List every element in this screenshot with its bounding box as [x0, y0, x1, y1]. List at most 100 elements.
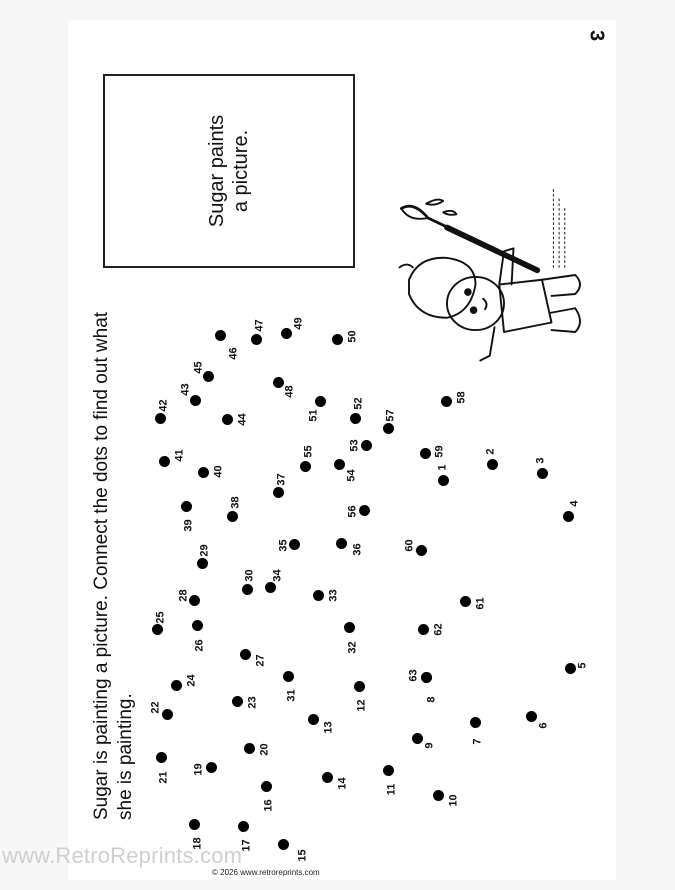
instructions-text: Sugar is painting a picture. Connect the… [91, 311, 136, 820]
activity-page [68, 20, 616, 880]
dot-label-45: 45 [192, 361, 205, 374]
dot-13 [307, 713, 319, 725]
dot-9 [411, 732, 423, 744]
dot-48 [272, 376, 284, 388]
dot-label-2: 2 [484, 448, 497, 455]
dot-29 [196, 557, 208, 569]
dot-label-31: 31 [285, 689, 298, 702]
dot-10 [432, 789, 444, 801]
dot-3 [536, 467, 548, 479]
dot-label-29: 29 [198, 544, 211, 557]
dot-17 [237, 820, 249, 832]
dot-62 [417, 623, 429, 635]
dot-15 [277, 838, 289, 850]
dot-label-59: 59 [433, 445, 446, 458]
dot-label-16: 16 [262, 799, 275, 812]
title-box: Sugar paints a picture. [103, 74, 355, 268]
dot-20 [243, 742, 255, 754]
dot-39 [180, 500, 192, 512]
dot-label-43: 43 [179, 383, 192, 396]
dot-57 [382, 422, 394, 434]
dot-33 [312, 589, 324, 601]
dot-label-38: 38 [229, 496, 242, 509]
dot-label-23: 23 [246, 696, 259, 709]
dot-label-54: 54 [345, 469, 358, 482]
dot-7 [469, 716, 481, 728]
dot-label-8: 8 [425, 696, 438, 703]
dot-label-55: 55 [302, 445, 315, 458]
dot-label-24: 24 [185, 674, 198, 687]
title-text: Sugar paints a picture. [205, 115, 253, 227]
dot-label-25: 25 [154, 611, 167, 624]
dot-53 [360, 439, 372, 451]
dot-label-56: 56 [346, 505, 359, 518]
dot-label-41: 41 [173, 449, 186, 462]
dot-44 [221, 413, 233, 425]
dot-27 [239, 648, 251, 660]
dot-label-20: 20 [258, 743, 271, 756]
dot-label-1: 1 [436, 464, 449, 471]
dot-label-34: 34 [271, 569, 284, 582]
dot-41 [158, 455, 170, 467]
dot-label-26: 26 [193, 639, 206, 652]
dot-58 [440, 395, 452, 407]
dot-50 [331, 333, 343, 345]
dot-label-42: 42 [157, 399, 170, 412]
dot-label-12: 12 [355, 699, 368, 712]
dot-18 [188, 818, 200, 830]
dot-label-58: 58 [455, 391, 468, 404]
dot-label-13: 13 [322, 721, 335, 734]
dot-label-49: 49 [292, 317, 305, 330]
dot-label-19: 19 [192, 763, 205, 776]
dot-6 [525, 710, 537, 722]
dot-16 [260, 780, 272, 792]
girl-painter-illustration [398, 189, 581, 362]
dot-label-10: 10 [447, 794, 460, 807]
dot-label-60: 60 [403, 539, 416, 552]
dot-14 [321, 771, 333, 783]
dot-label-14: 14 [336, 777, 349, 790]
dot-43 [189, 394, 201, 406]
dot-34 [264, 581, 276, 593]
dot-63 [420, 671, 432, 683]
dot-21 [155, 751, 167, 763]
title-line-1: Sugar paints [206, 114, 228, 228]
dot-22 [161, 708, 173, 720]
dot-46 [214, 329, 226, 341]
dot-55 [299, 460, 311, 472]
dot-label-6: 6 [537, 722, 550, 729]
dot-19 [205, 761, 217, 773]
dot-label-9: 9 [423, 742, 436, 749]
dot-26 [191, 619, 203, 631]
dot-25 [151, 623, 163, 635]
dot-label-53: 53 [348, 439, 361, 452]
dot-label-61: 61 [474, 597, 487, 610]
dot-label-27: 27 [254, 654, 267, 667]
dot-31 [282, 670, 294, 682]
dot-49 [280, 327, 292, 339]
dot-35 [288, 538, 300, 550]
dot-37 [272, 486, 284, 498]
dot-60 [415, 544, 427, 556]
dot-23 [231, 695, 243, 707]
dot-51 [314, 395, 326, 407]
dot-label-32: 32 [346, 641, 359, 654]
dot-30 [241, 583, 253, 595]
dot-24 [170, 679, 182, 691]
dot-label-35: 35 [277, 539, 290, 552]
dot-2 [486, 458, 498, 470]
dot-52 [349, 412, 361, 424]
dot-36 [335, 537, 347, 549]
dot-label-51: 51 [307, 409, 320, 422]
dot-label-4: 4 [568, 500, 581, 507]
dot-label-7: 7 [471, 738, 484, 745]
watermark: www.RetroReprints.com [2, 843, 243, 868]
dot-label-3: 3 [534, 457, 547, 464]
dot-label-63: 63 [407, 669, 420, 682]
dot-40 [197, 466, 209, 478]
dot-label-46: 46 [227, 347, 240, 360]
dot-61 [459, 595, 471, 607]
dot-label-48: 48 [283, 385, 296, 398]
dot-47 [250, 333, 262, 345]
copyright-text: © 2026 www.retroreprints.com [212, 868, 320, 877]
